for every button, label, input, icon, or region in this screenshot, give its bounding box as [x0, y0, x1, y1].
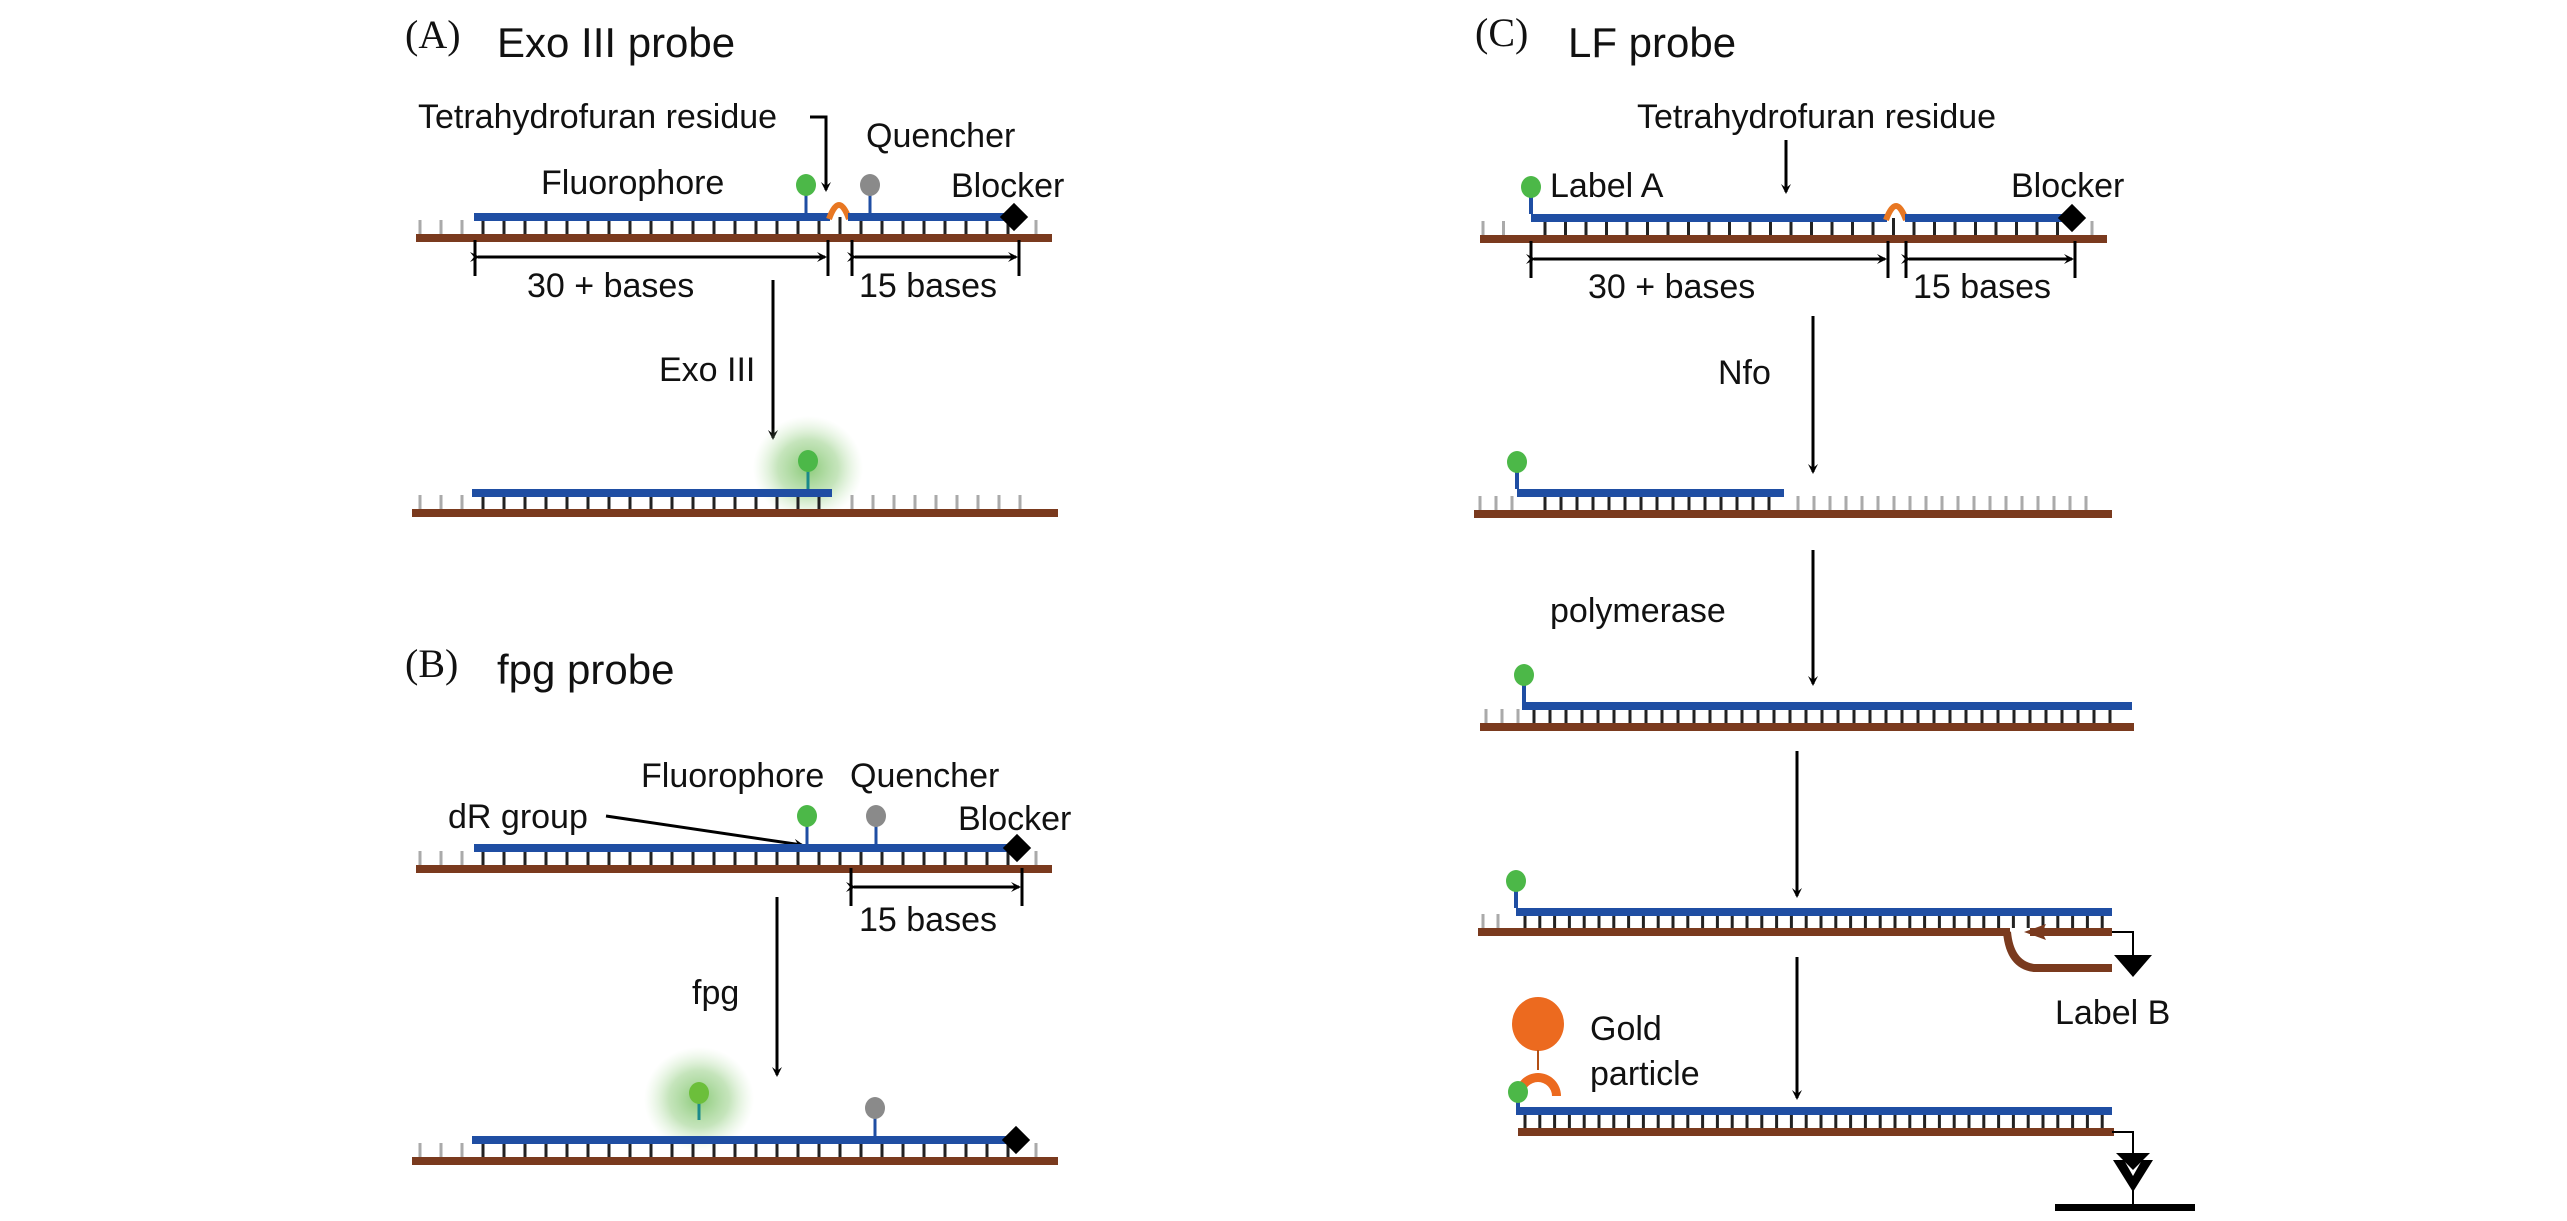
- panel-b: (B) fpg probe Fluorophore Quencher dR gr…: [405, 641, 1071, 1165]
- span-markers: [470, 240, 1021, 276]
- probe-duplex-extended: [1480, 664, 2134, 731]
- panel-b-letter: (B): [405, 641, 458, 686]
- fluorophore-label: Fluorophore: [641, 757, 824, 795]
- template-strand: [1480, 723, 2134, 731]
- label-a-icon: [1508, 1081, 1528, 1103]
- blocker-icon: [2057, 203, 2087, 233]
- dr-group-label: dR group: [448, 798, 588, 836]
- span-long-label: 30 + bases: [1588, 268, 1755, 306]
- probe-strand: [1517, 489, 1784, 497]
- gold-particle: [1512, 997, 1564, 1096]
- probe-strand: [1516, 908, 2112, 916]
- panel-a-title: Exo III probe: [497, 19, 735, 66]
- probe-duplex-cleaved: [1474, 451, 2112, 518]
- blocker-icon: [999, 202, 1029, 232]
- capture-antibody-icon: [2113, 1160, 2153, 1192]
- probe-strand: [474, 844, 1012, 852]
- panel-c-title: LF probe: [1568, 19, 1736, 66]
- quencher-icon: [860, 174, 880, 196]
- template-strand: [1518, 1128, 2114, 1136]
- template-strand: [1480, 235, 2107, 243]
- gold-label-line1: Gold: [1590, 1010, 1662, 1048]
- label-b-stem: [2112, 931, 2134, 955]
- thf-residue-icon: [1883, 203, 1909, 222]
- template-strand: [412, 1157, 1058, 1165]
- label-b-icon: [2116, 1153, 2150, 1170]
- probe-duplex-cleaved: [412, 416, 1058, 520]
- probe-strand: [472, 489, 832, 497]
- label-a-icon: [1507, 451, 1527, 473]
- template-strand: [416, 234, 1052, 242]
- quencher-label: Quencher: [866, 117, 1015, 155]
- antibody-icon: [1515, 1073, 1561, 1096]
- template-strand: [1478, 928, 2010, 936]
- enzyme-polymerase-label: polymerase: [1550, 592, 1726, 630]
- panel-c-letter: (C): [1475, 10, 1528, 55]
- blocker-label: Blocker: [958, 800, 1071, 838]
- quencher-icon: [866, 805, 886, 827]
- probe-strand: [474, 213, 830, 221]
- fluorophore-icon: [797, 805, 817, 827]
- test-line: [2055, 1204, 2195, 1211]
- template-strand: [416, 865, 1052, 873]
- label-a-icon: [1506, 870, 1526, 892]
- panel-c: (C) LF probe Tetrahydrofuran residue Lab…: [1474, 10, 2195, 1211]
- span-long-label: 30 + bases: [527, 267, 694, 305]
- primer-extension-duplex: [1478, 870, 2152, 977]
- primer-arrowhead: [2024, 924, 2046, 940]
- gold-label-line2: particle: [1590, 1055, 1700, 1093]
- displaced-strand: [2003, 931, 2112, 972]
- thf-label: Tetrahydrofuran residue: [1637, 98, 1996, 136]
- probe-strand: [1522, 702, 2132, 710]
- enzyme-exo-label: Exo III: [659, 351, 755, 389]
- blocker-label: Blocker: [951, 167, 1064, 205]
- blocker-icon: [1002, 833, 1032, 863]
- quencher-icon: [865, 1097, 885, 1119]
- span-short-label: 15 bases: [859, 267, 997, 305]
- label-a-label: Label A: [1550, 167, 1664, 205]
- span-markers: [846, 868, 1024, 906]
- label-b-icon: [2114, 955, 2152, 977]
- primer-strand: [2030, 928, 2112, 936]
- dr-group-pointer-arrow: [605, 814, 804, 849]
- span-short-label: 15 bases: [859, 901, 997, 939]
- template-strand: [1474, 510, 2112, 518]
- blocker-icon: [1001, 1125, 1031, 1155]
- thf-label: Tetrahydrofuran residue: [418, 98, 777, 136]
- enzyme-nfo-label: Nfo: [1718, 354, 1771, 392]
- thf-pointer-arrow: [810, 115, 831, 192]
- probe-strand: [1516, 1107, 2112, 1115]
- template-strand: [412, 509, 1058, 517]
- blocker-label: Blocker: [2011, 167, 2124, 205]
- label-b-stem: [2112, 1131, 2134, 1155]
- panel-a: (A) Exo III probe Tetrahydrofuran residu…: [405, 12, 1064, 520]
- span-short-label: 15 bases: [1913, 268, 2051, 306]
- fluorophore-icon: [798, 450, 818, 472]
- probe-strand: [1531, 214, 1887, 222]
- probe-strand: [1905, 214, 2068, 222]
- quencher-label: Quencher: [850, 757, 999, 795]
- captured-duplex: [1508, 1081, 2195, 1211]
- probe-strand: [848, 213, 1008, 221]
- gold-particle-sphere: [1512, 997, 1564, 1051]
- panel-b-title: fpg probe: [497, 646, 674, 693]
- fluorophore-icon: [689, 1082, 709, 1104]
- probe-duplex-intact: [416, 174, 1052, 242]
- enzyme-fpg-label: fpg: [692, 974, 739, 1012]
- fluorophore-icon: [796, 174, 816, 196]
- probe-strand: [472, 1136, 1012, 1144]
- thf-residue-icon: [826, 202, 852, 221]
- fluorophore-label: Fluorophore: [541, 164, 724, 202]
- label-b-label: Label B: [2055, 994, 2170, 1032]
- probe-duplex-intact: [1480, 176, 2107, 243]
- probe-duplex-cleaved: [412, 1047, 1058, 1165]
- label-a-icon: [1514, 664, 1534, 686]
- panel-a-letter: (A): [405, 12, 461, 57]
- span-markers: [1526, 241, 2077, 278]
- label-a-icon: [1521, 176, 1541, 198]
- probe-duplex-intact: [416, 805, 1052, 873]
